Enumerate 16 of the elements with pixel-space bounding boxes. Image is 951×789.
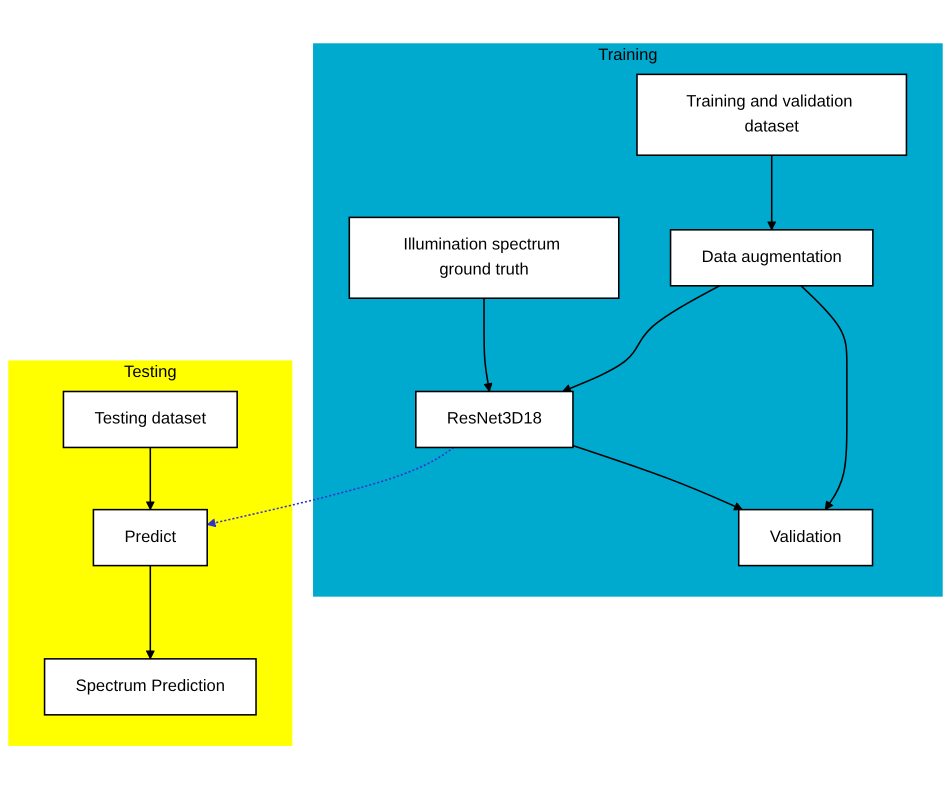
arrow: [146, 565, 155, 660]
node-box: Training and validation dataset: [636, 74, 908, 156]
node-box: ResNet3D18: [415, 390, 574, 448]
arrow: [483, 298, 493, 392]
arrow: [572, 444, 743, 510]
arrow: [800, 285, 848, 510]
node-box: Data augmentation: [670, 228, 874, 286]
arrow: [206, 446, 454, 528]
arrow: [146, 447, 155, 510]
node-box: Predict: [92, 508, 208, 566]
node-box: Illumination spectrum ground truth: [348, 216, 620, 299]
node-box: Spectrum Prediction: [44, 658, 257, 716]
node-box: Validation: [738, 508, 874, 566]
arrow: [562, 285, 720, 392]
arrow: [767, 155, 776, 230]
node-box: Testing dataset: [62, 390, 238, 448]
